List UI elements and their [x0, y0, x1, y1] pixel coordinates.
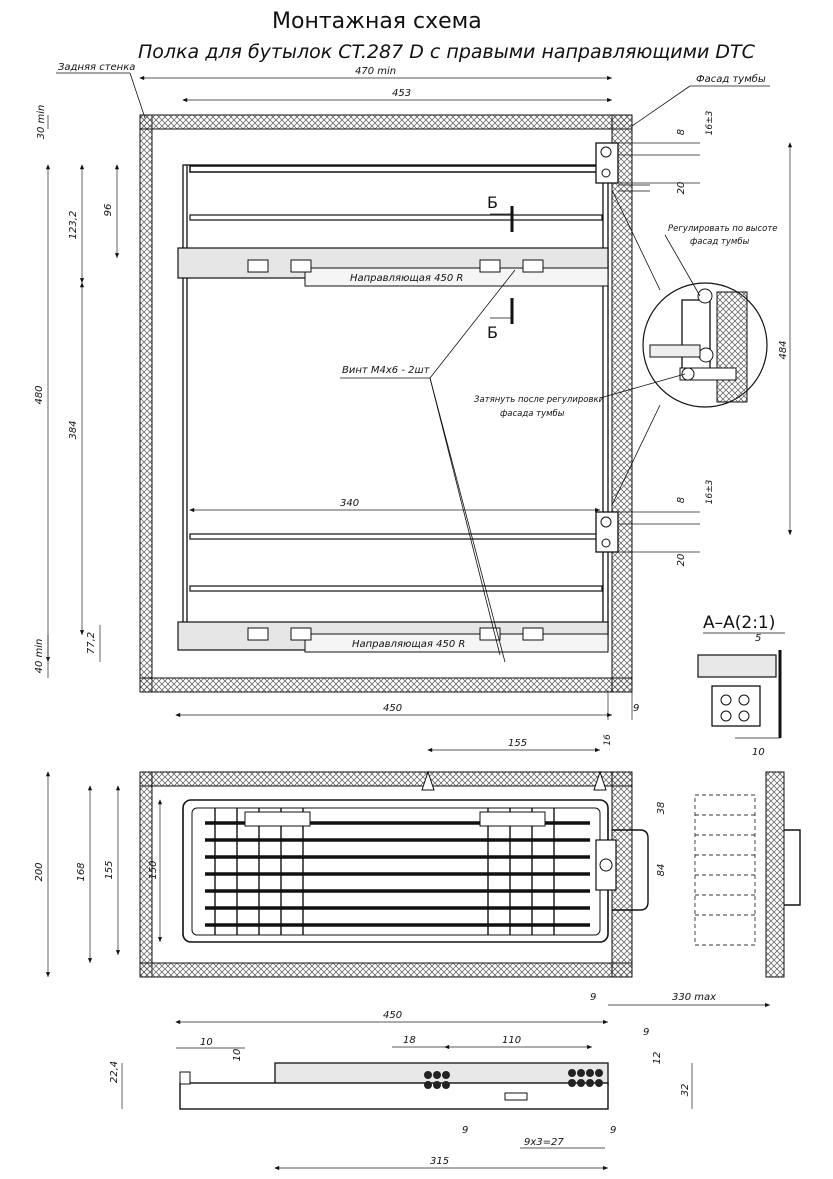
back-wall-label: Задняя стенка [58, 62, 135, 73]
screw-label: Винт М4х6 - 2шт [342, 365, 431, 376]
guide-rail-side [274, 1062, 609, 1086]
dim-480: 480 [34, 385, 45, 404]
dim-155-top: 155 [508, 738, 527, 749]
section-aa-title: А–А(2:1) [703, 613, 775, 633]
top-cabinet-back [139, 771, 633, 787]
dim-77: 77,2 [86, 632, 97, 654]
adjust-label-1: Регулировать по высоте [668, 224, 778, 234]
section-b-top: Б [487, 193, 498, 212]
dim-123: 123,2 [68, 211, 79, 240]
dim-340: 340 [340, 498, 359, 509]
dim-96: 96 [103, 204, 114, 217]
dim-168: 168 [76, 862, 87, 881]
dim-16c: 16 [603, 734, 613, 746]
dim-200: 200 [34, 862, 45, 881]
dim-315: 315 [430, 1156, 449, 1167]
dim-450: 450 [383, 703, 402, 714]
dim-453: 453 [392, 88, 411, 99]
shelf-rail-2 [189, 214, 603, 221]
dim-40: 40 min [34, 639, 45, 674]
guide-side-view: 450 10 10 18 110 9 22,4 12 32 9 9х3=27 9… [109, 1010, 693, 1171]
dim-8b: 8 [676, 497, 687, 503]
dim-484: 484 [778, 340, 789, 359]
guide-top-label: Направляющая 450 R [350, 273, 463, 284]
dim-330: 330 max [672, 992, 716, 1003]
dim-10b: 10 [232, 1049, 243, 1062]
adjust-label-2: фасад тумбы [690, 237, 750, 247]
cabinet-left-wall [139, 114, 153, 693]
front-view: Направляющая 450 R Направляющая 450 R Б … [34, 62, 793, 720]
tighten-label-2: фасада тумбы [500, 409, 565, 419]
section-b-bottom: Б [487, 323, 498, 342]
dim-9a: 9 [633, 703, 639, 714]
drawing-title: Монтажная схема [272, 9, 482, 34]
dim-38: 38 [656, 802, 667, 815]
dim-450b: 450 [383, 1010, 402, 1021]
dim-10aa: 10 [752, 747, 765, 758]
dim-16a: 16±3 [705, 110, 715, 135]
dim-8a: 8 [676, 129, 687, 135]
shelf-rail-4 [189, 585, 603, 592]
shelf-rail-3 [189, 533, 603, 540]
dim-9e: 9 [610, 1125, 616, 1136]
dim-150: 150 [148, 860, 159, 879]
dim-30: 30 min [36, 105, 47, 140]
dim-9b: 9 [590, 992, 596, 1003]
guide-bottom-label: Направляющая 450 R [352, 639, 465, 650]
top-shelf-rail [189, 165, 603, 173]
dim-9d: 9 [462, 1125, 468, 1136]
cabinet-bottom-wall [139, 677, 633, 693]
dim-18: 18 [403, 1035, 416, 1046]
dim-12: 12 [652, 1052, 663, 1065]
dim-16b: 16±3 [705, 479, 715, 504]
cabinet-top-wall [139, 114, 633, 130]
dim-470: 470 min [355, 66, 396, 77]
dim-384: 384 [68, 420, 79, 439]
dim-10a: 10 [200, 1037, 213, 1048]
section-aa-view: А–А(2:1) 5 10 [697, 613, 785, 758]
tighten-label-1: Затянуть после регулировки [474, 395, 605, 405]
top-view: 155 16 200 168 155 150 38 84 9 330 max [34, 734, 801, 1008]
dim-20b: 20 [676, 554, 687, 567]
dim-9c: 9 [643, 1027, 649, 1038]
dim-155: 155 [104, 860, 115, 879]
dim-5: 5 [755, 633, 761, 644]
dim-927: 9х3=27 [524, 1137, 564, 1148]
dim-110: 110 [502, 1035, 521, 1046]
cabinet-right-wall [611, 114, 633, 693]
facade-label: Фасад тумбы [696, 73, 766, 85]
dim-84: 84 [656, 864, 667, 877]
dim-20a: 20 [676, 182, 687, 195]
dim-224: 22,4 [109, 1061, 120, 1083]
dim-32: 32 [680, 1084, 691, 1097]
drawing-subtitle: Полка для бутылок CT.287 D с правыми нап… [138, 41, 756, 63]
